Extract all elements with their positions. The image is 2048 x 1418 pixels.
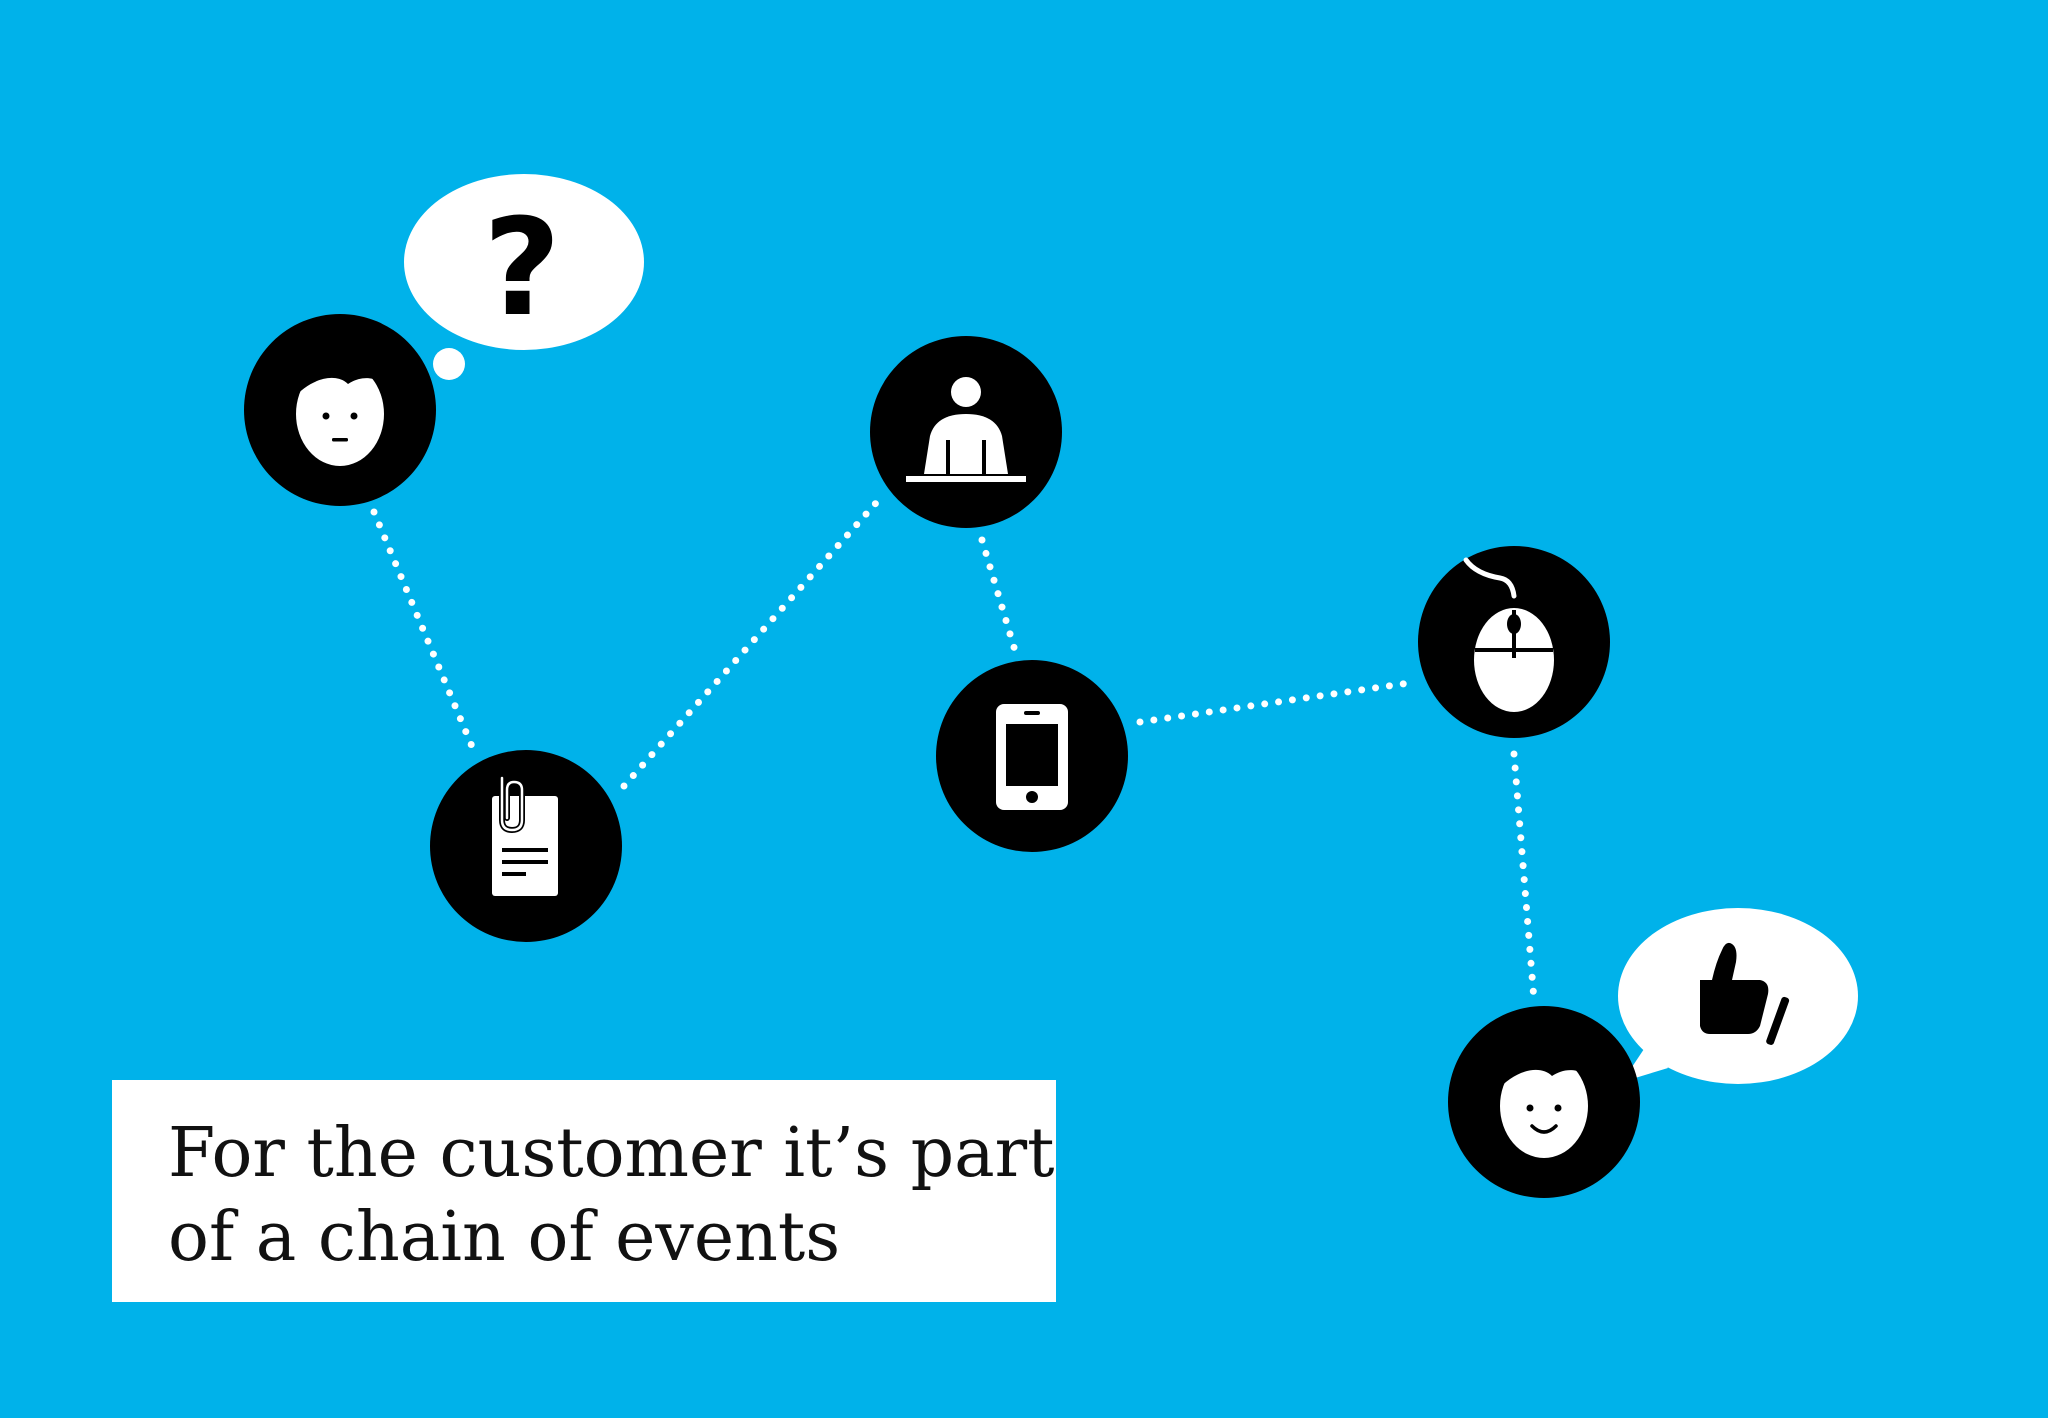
thumbs-up-icon [1700, 942, 1790, 1045]
connector-desk-to-phone [978, 536, 1020, 658]
caption-box: For the customer it’s part of a chain of… [112, 1080, 1056, 1302]
smiling-face-icon [1495, 1036, 1595, 1158]
node-computer-mouse [1418, 546, 1610, 738]
computer-mouse-icon [1463, 557, 1554, 712]
thought-bubble-dot-large [433, 348, 465, 380]
connectors [370, 490, 1538, 1004]
connector-phone-to-mouse [1136, 678, 1420, 726]
connector-confused-to-document [370, 508, 480, 760]
confused-face-icon [291, 344, 391, 466]
question-mark-icon: ? [483, 190, 561, 346]
caption-line-1: For the customer it’s part [168, 1114, 1055, 1193]
node-document [430, 750, 622, 942]
node-service-desk [870, 336, 1062, 528]
person-at-desk-icon [906, 377, 1026, 482]
thought-bubble [404, 174, 644, 350]
smartphone-icon [996, 704, 1068, 810]
node-customer-confused: ? [244, 174, 644, 506]
document-with-paperclip-icon [492, 775, 558, 896]
connector-document-to-desk [620, 490, 888, 790]
node-customer-happy [1448, 908, 1858, 1198]
caption-line-2: of a chain of events [168, 1198, 841, 1277]
caption-text: For the customer it’s part of a chain of… [168, 1112, 1055, 1280]
node-smartphone [936, 660, 1128, 852]
connector-mouse-to-happy [1510, 750, 1538, 1004]
